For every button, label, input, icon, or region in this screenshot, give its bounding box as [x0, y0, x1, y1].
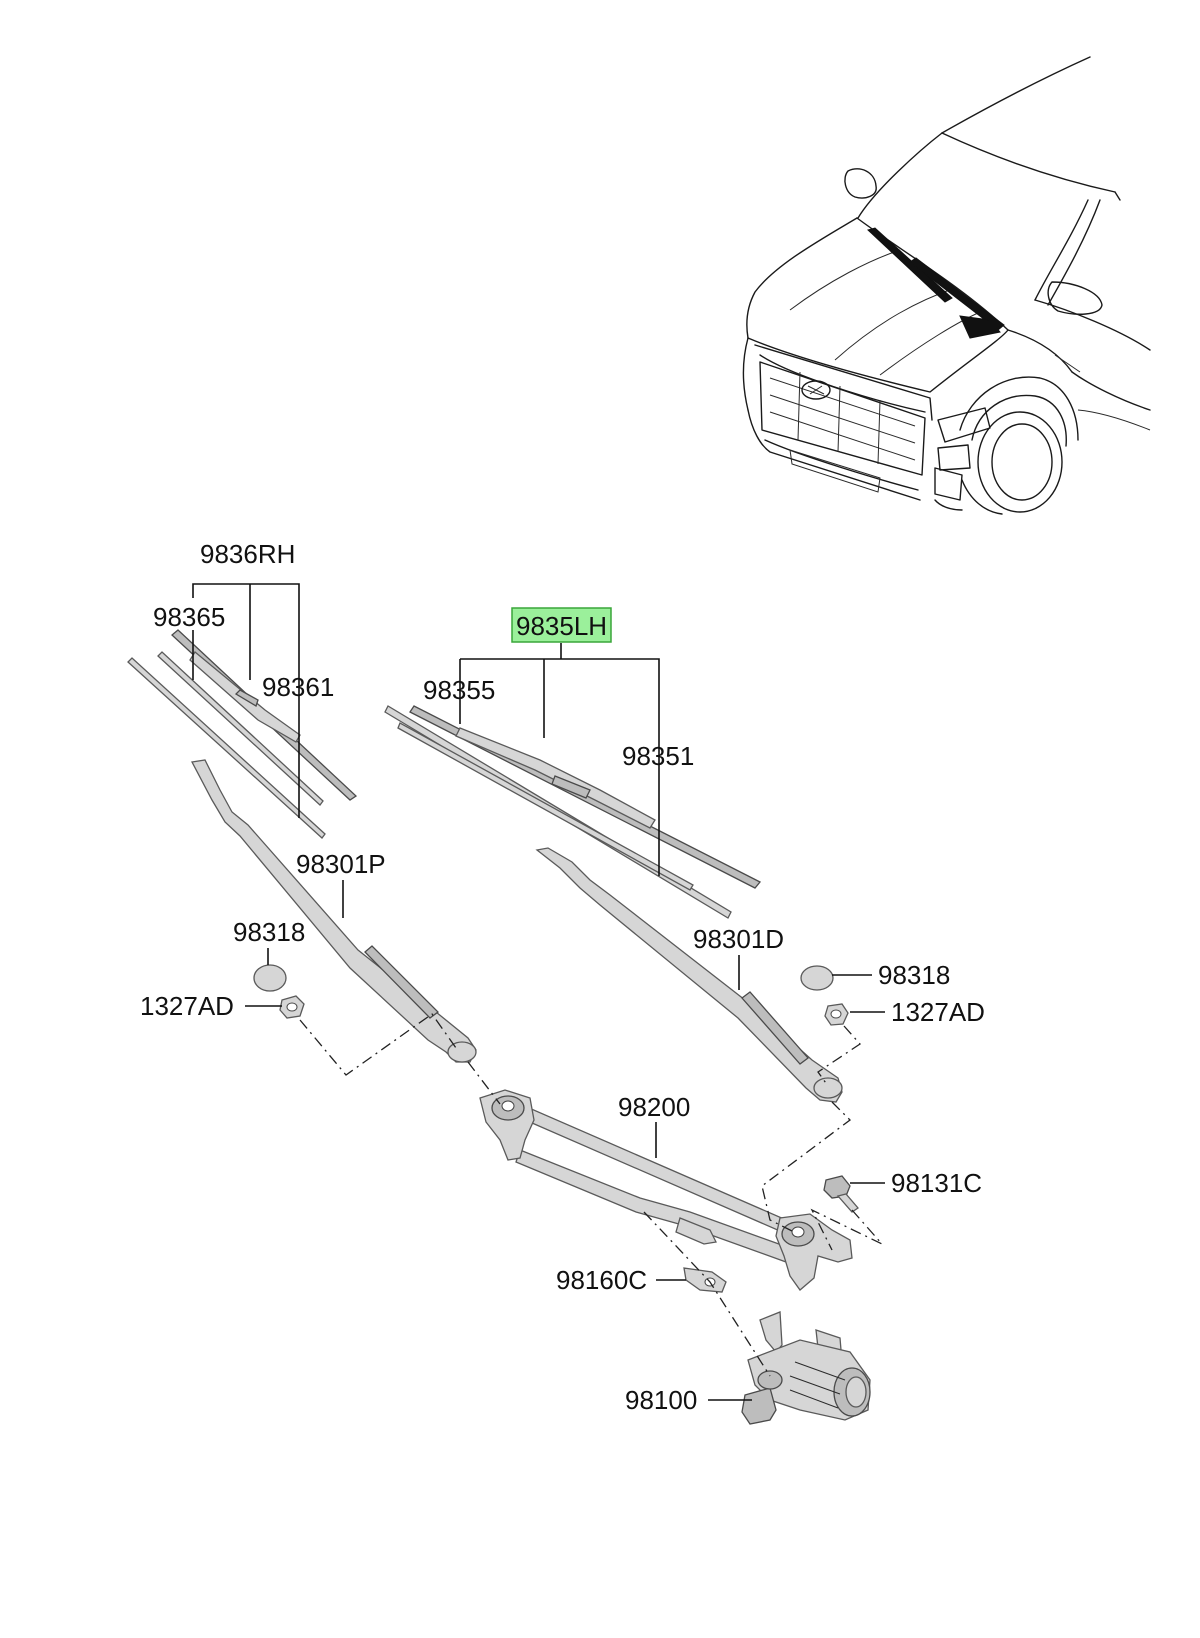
assembly-line-left-arm — [467, 1061, 501, 1105]
right-cap-part — [800, 965, 834, 991]
callout-98318-right[interactable]: 98318 — [878, 960, 950, 990]
rh-blade-strip-part — [127, 651, 326, 839]
passenger-wiper-arm-part — [191, 759, 477, 1063]
lh-blade-strip-part — [384, 705, 732, 919]
callout-9835lh[interactable]: 9835LH — [516, 611, 607, 641]
assembly-line-left-nut — [299, 1013, 457, 1076]
callout-1327ad-right[interactable]: 1327AD — [891, 997, 985, 1027]
assembly-line-motor — [643, 1211, 771, 1377]
leader-lines — [192, 583, 885, 1401]
lh-blade-part — [409, 705, 762, 889]
callout-98301p[interactable]: 98301P — [296, 849, 386, 879]
bracket-part — [683, 1267, 727, 1293]
callout-98355[interactable]: 98355 — [423, 675, 495, 705]
callout-1327ad-left[interactable]: 1327AD — [140, 991, 234, 1021]
callout-9836rh[interactable]: 9836RH — [200, 539, 295, 569]
assembly-line-right-arm — [761, 1101, 851, 1233]
callout-98100[interactable]: 98100 — [625, 1385, 697, 1415]
callout-98131c[interactable]: 98131C — [891, 1168, 982, 1198]
driver-wiper-arm-part — [535, 847, 843, 1103]
callout-98200[interactable]: 98200 — [618, 1092, 690, 1122]
highlight-box — [511, 607, 612, 643]
rh-blade-part — [171, 629, 358, 801]
callout-98160c[interactable]: 98160C — [556, 1265, 647, 1295]
left-cap-part — [253, 964, 287, 992]
callout-98351[interactable]: 98351 — [622, 741, 694, 771]
vehicle-front-wiper-location-icon — [742, 56, 1151, 515]
wiper-linkage-part — [479, 1089, 853, 1291]
wiper-motor-part — [741, 1311, 871, 1425]
callout-98301d[interactable]: 98301D — [693, 924, 784, 954]
callout-98318-left[interactable]: 98318 — [233, 917, 305, 947]
assembly-line-right-nut — [817, 1025, 861, 1087]
bolt-part — [823, 1175, 859, 1213]
right-nut-part — [824, 1003, 849, 1026]
assembly-line-bolt — [810, 1208, 883, 1251]
callout-98361[interactable]: 98361 — [262, 672, 334, 702]
left-nut-part — [279, 995, 305, 1019]
callout-98365[interactable]: 98365 — [153, 602, 225, 632]
